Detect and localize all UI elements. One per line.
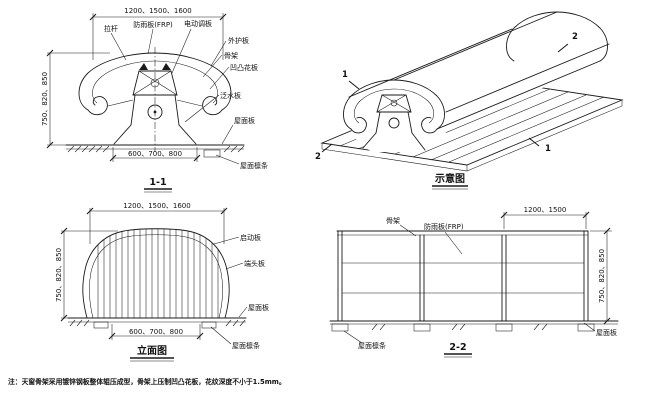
label-outer-guard: 外护板 <box>228 36 249 45</box>
section-2-2-view: 1200、1500 750、820、850 骨架 防雨板(FRP) 屋面檩条 屋… <box>329 206 619 358</box>
frame-rails <box>342 262 584 294</box>
right-curl <box>202 96 223 116</box>
marker-2-bottom: 2 <box>315 152 321 162</box>
label-roof-panel: 屋面板 <box>234 116 255 125</box>
clamp-mark-left <box>139 63 148 70</box>
frame-posts <box>337 230 589 322</box>
title-schematic: 示意图 <box>435 172 465 185</box>
left-curl <box>87 96 108 116</box>
callouts-1-1: 拉杆 防雨板(FRP) 电动调板 外护板 骨架 凹凸花板 泛水板 屋面板 屋面檩… <box>104 19 268 170</box>
roof-base <box>65 144 245 158</box>
schematic-view: 1 2 2 1 示意图 <box>315 9 624 190</box>
label-embossed-plate: 凹凸花板 <box>230 63 258 72</box>
purlin-section <box>203 149 221 158</box>
dim-right-2-2: 750、820、850 <box>590 227 612 325</box>
dim-left-text-elev: 750、820、850 <box>55 248 63 302</box>
purlin-right <box>201 321 217 329</box>
label-roof-panel-elev: 屋面板 <box>248 303 269 312</box>
label-rain-shield-2-2: 防雨板(FRP) <box>424 222 464 231</box>
throat <box>130 94 180 126</box>
label-roof-purlin: 屋面檩条 <box>240 161 268 170</box>
marker-2-top: 2 <box>572 32 578 42</box>
ground-hatching-elev <box>69 319 246 327</box>
callouts-2-2: 骨架 防雨板(FRP) 屋面檩条 屋面板 <box>343 217 617 350</box>
elevation-view: 1200、1500、1600 750、820、850 600、700、800 启… <box>55 202 269 362</box>
label-roof-purlin-elev: 屋面檩条 <box>232 341 260 350</box>
marker-1-top: 1 <box>342 70 348 80</box>
drawing-note: 注：天窗骨架采用镀锌钢板整体辊压成型，骨架上压制凹凸花板，花纹深度不小于1.5m… <box>8 377 286 386</box>
ground-hatching <box>67 145 245 153</box>
dim-top-text-elev: 1200、1500、1600 <box>123 202 190 210</box>
label-roof-panel-2-2: 屋面板 <box>596 328 617 337</box>
tube-mask <box>340 9 609 152</box>
inner-shell <box>92 60 218 104</box>
dim-top-1-1: 1200、1500、1600 <box>89 7 227 60</box>
dim-top-text-2-2: 1200、1500 <box>524 206 567 214</box>
title-section-1-1: 1-1 <box>149 177 166 188</box>
section-markers: 1 2 2 1 <box>315 32 578 162</box>
dim-bottom-text: 600、700、800 <box>128 150 182 158</box>
dome-rib-lines <box>97 228 219 318</box>
roof-base-elevation <box>67 317 247 329</box>
dim-left-elev: 750、820、850 <box>55 227 118 322</box>
ground-hatching-2-2 <box>371 323 548 331</box>
cap-connectors <box>107 99 203 107</box>
dim-top-text: 1200、1500、1600 <box>124 7 191 15</box>
roller-center <box>153 110 157 114</box>
frame-elevation <box>336 230 589 322</box>
flashing-flare <box>113 124 197 145</box>
dim-right-text-2-2: 750、820、850 <box>598 249 606 303</box>
purlin-left <box>93 321 109 329</box>
label-rain-shield: 防雨板(FRP) <box>133 20 173 29</box>
label-movable-panel: 启动板 <box>240 233 261 242</box>
label-tie-rod: 拉杆 <box>104 24 118 33</box>
title-elevation: 立面图 <box>137 344 167 357</box>
dim-bottom-1-1: 600、700、800 <box>109 147 201 162</box>
dim-bottom-text-elev: 600、700、800 <box>129 328 183 336</box>
dim-top-2-2: 1200、1500 <box>500 206 590 229</box>
dim-top-elev: 1200、1500、1600 <box>86 202 228 244</box>
label-roof-purlin-2-2: 屋面檩条 <box>358 341 386 350</box>
label-electric-panel: 电动调板 <box>184 19 212 28</box>
x-brace <box>132 70 178 96</box>
dim-bottom-elev: 600、700、800 <box>108 324 204 340</box>
title-section-2-2: 2-2 <box>449 342 466 353</box>
label-frame-2-2: 骨架 <box>386 217 400 225</box>
label-frame: 骨架 <box>224 52 238 60</box>
label-flashing: 泛水板 <box>220 91 241 100</box>
end-dome <box>82 228 230 319</box>
ventilator-cross-section <box>78 52 232 145</box>
dim-left-text: 750、820、850 <box>41 72 49 126</box>
callouts-elevation: 启动板 端头板 屋面板 屋面檩条 <box>210 233 269 350</box>
ventilator-isometric <box>343 11 610 151</box>
extrusion-edges <box>348 11 610 130</box>
dim-left-1-1: 750、820、850 <box>41 49 110 149</box>
roof-base-2-2 <box>329 320 619 332</box>
pivot-circle <box>150 78 160 88</box>
label-end-panel: 端头板 <box>244 259 265 268</box>
roller-circle <box>147 104 163 120</box>
marker-1-bottom: 1 <box>545 144 551 154</box>
clamp-mark-right <box>162 63 171 70</box>
section-1-1-view: 1200、1500、1600 750、820、850 600、700、800 拉… <box>41 7 268 193</box>
